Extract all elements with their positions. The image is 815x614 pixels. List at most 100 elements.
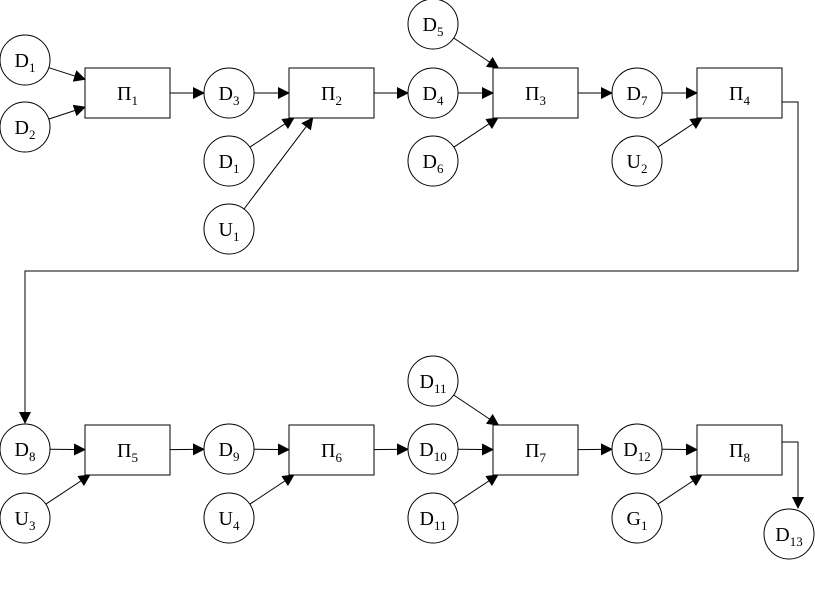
process-rect (84, 424, 171, 476)
arrow-c12-p5 (45, 474, 91, 505)
data-node-c17: D11 (407, 492, 459, 544)
process-label-p8: Π8 (729, 440, 750, 465)
node-label-c9: D7 (627, 83, 648, 108)
node-circle (0, 34, 51, 86)
arrow-p4-c11 (19, 101, 799, 424)
node-label-c16-letter: D (419, 439, 433, 461)
data-node-c5: U1 (203, 203, 255, 255)
node-label-c4: D1 (219, 151, 240, 176)
data-node-c14: U4 (203, 492, 255, 544)
node-circle (0, 101, 51, 153)
node-label-c3-letter: D (219, 83, 233, 105)
node-label-c18-letter: D (623, 439, 637, 461)
data-node-c19: G1 (611, 492, 663, 544)
node-label-c10-subscript: 2 (641, 161, 648, 176)
node-label-c6: D5 (423, 14, 444, 39)
node-circle (0, 492, 51, 544)
node-label-c10: U2 (627, 151, 648, 176)
node-label-c4-letter: D (219, 151, 233, 173)
process-rect (696, 424, 783, 476)
node-label-c17: D11 (420, 508, 447, 533)
data-node-c11: D8 (0, 423, 51, 475)
data-node-c6: D5 (407, 0, 459, 50)
node-label-c3-subscript: 3 (233, 93, 240, 108)
process-label-p6-letter: Π (321, 440, 335, 462)
process-box-p5: Π5 (84, 424, 171, 476)
process-label-p7-subscript: 7 (539, 450, 546, 465)
process-label-p6-subscript: 6 (335, 450, 342, 465)
node-label-c3: D3 (219, 83, 240, 108)
process-box-p1: Π1 (84, 67, 171, 119)
arrow-c19-p8 (657, 474, 703, 505)
node-label-c5: U1 (219, 219, 240, 244)
node-label-c19-letter: G (627, 508, 641, 530)
arrow-c6-p3 (453, 37, 500, 69)
arrow-c17-p7 (453, 474, 499, 505)
node-label-c7-subscript: 4 (437, 93, 444, 108)
process-box-p2: Π2 (288, 67, 375, 119)
process-rect (84, 67, 171, 119)
node-label-c18: D12 (623, 439, 650, 464)
data-node-c10: U2 (611, 135, 663, 187)
data-node-c20: D13 (763, 508, 815, 560)
node-label-c13: D9 (219, 439, 240, 464)
node-label-c17-subscript: 11 (434, 518, 447, 533)
node-label-c2: D2 (15, 117, 36, 142)
node-label-c14: U4 (219, 508, 240, 533)
data-node-c12: U3 (0, 492, 51, 544)
process-box-p3: Π3 (492, 67, 579, 119)
node-circle (203, 423, 255, 475)
node-circle (0, 423, 51, 475)
node-label-c11: D8 (15, 439, 36, 464)
process-label-p2-subscript: 2 (335, 93, 342, 108)
process-label-p6: Π6 (321, 440, 342, 465)
node-label-c9-letter: D (627, 83, 641, 105)
process-rect (696, 67, 783, 119)
process-rect (492, 67, 579, 119)
node-circle (611, 67, 663, 119)
arrow-p8-c20 (782, 441, 804, 509)
node-label-c2-subscript: 2 (29, 127, 36, 142)
process-label-p8-subscript: 8 (743, 450, 750, 465)
process-rect (288, 67, 375, 119)
node-label-c8-subscript: 6 (437, 161, 444, 176)
node-label-c10-letter: U (627, 151, 642, 173)
process-rect (288, 424, 375, 476)
node-label-c13-letter: D (219, 439, 233, 461)
node-circle (203, 203, 255, 255)
node-circle (763, 508, 815, 560)
node-label-c14-subscript: 4 (233, 518, 240, 533)
process-label-p3-subscript: 3 (539, 93, 546, 108)
node-label-c15-subscript: 11 (434, 381, 447, 396)
node-label-c5-letter: U (219, 219, 234, 241)
process-label-p8-letter: Π (729, 440, 743, 462)
data-node-c3: D3 (203, 67, 255, 119)
process-label-p3-letter: Π (525, 83, 539, 105)
data-node-c15: D11 (407, 355, 459, 407)
process-label-p7: Π7 (525, 440, 546, 465)
arrow-c2-p1 (48, 104, 86, 120)
node-label-c7-letter: D (423, 83, 437, 105)
node-label-c15: D11 (420, 371, 447, 396)
arrow-c14-p6 (249, 474, 295, 505)
node-label-c5-subscript: 1 (233, 229, 240, 244)
node-circle (203, 67, 255, 119)
node-label-c8: D6 (423, 151, 444, 176)
arrow-c15-p7 (453, 394, 500, 426)
node-label-c1-subscript: 1 (29, 60, 36, 75)
process-label-p1-subscript: 1 (131, 93, 138, 108)
node-label-c16: D10 (419, 439, 446, 464)
process-label-p2-letter: Π (321, 83, 335, 105)
node-circle (611, 492, 663, 544)
node-circle (407, 67, 459, 119)
process-rect (492, 424, 579, 476)
node-circle (407, 492, 459, 544)
data-node-c7: D4 (407, 67, 459, 119)
node-label-c19-subscript: 1 (641, 518, 648, 533)
node-circle (407, 423, 459, 475)
data-node-c1: D1 (0, 34, 51, 86)
arrow-c5-p2 (243, 117, 314, 210)
process-label-p7-letter: Π (525, 440, 539, 462)
process-box-p8: Π8 (696, 424, 783, 476)
